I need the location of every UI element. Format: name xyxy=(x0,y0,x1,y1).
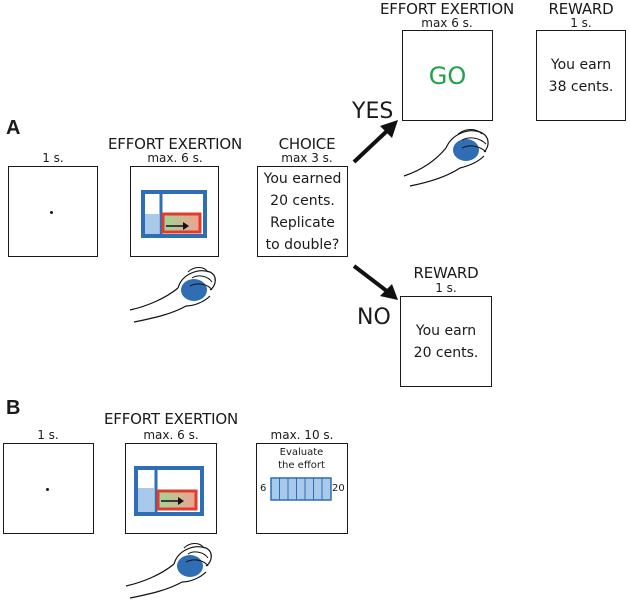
evaluation-prompt-line: Evaluate xyxy=(279,447,324,458)
effort-title: EFFORT EXERTION xyxy=(104,410,238,428)
panel-b-label: B xyxy=(6,397,21,419)
fixation-dot xyxy=(46,488,49,491)
effort-title: EFFORT EXERTION xyxy=(108,135,242,153)
evaluation-prompt-line: the effort xyxy=(278,460,325,471)
effort-rating-scale[interactable] xyxy=(270,477,332,501)
evaluation-prompt: Evaluate the effort xyxy=(257,446,346,472)
no-label: NO xyxy=(357,305,391,330)
hand-grip-icon xyxy=(125,543,212,599)
fixation-dot xyxy=(50,211,53,214)
effort-gauge xyxy=(141,190,207,238)
go-cue: GO xyxy=(428,61,467,90)
effort-screen xyxy=(125,443,217,534)
hand-grip-icon xyxy=(403,129,489,187)
no-reward-title: REWARD xyxy=(413,264,479,282)
fixation-duration: 1 s. xyxy=(37,428,59,442)
reward-line: You earn xyxy=(415,322,477,339)
choice-line: Replicate xyxy=(270,214,335,231)
choice-title: CHOICE xyxy=(278,135,336,153)
effort-screen xyxy=(130,166,219,257)
fixation-duration: 1 s. xyxy=(42,151,64,165)
arrow-up-right-icon xyxy=(380,120,398,138)
choice-screen: You earned 20 cents. Replicate to double… xyxy=(257,166,348,257)
yes-reward-duration: 1 s. xyxy=(570,16,592,30)
scale-min-label: 6 xyxy=(260,483,267,494)
yes-effort-duration: max 6 s. xyxy=(421,16,473,30)
reward-line: You earn xyxy=(550,56,612,73)
evaluation-screen: Evaluate the effort 6 20 xyxy=(256,443,348,534)
branch-arrows xyxy=(352,120,398,300)
choice-duration: max 3 s. xyxy=(281,151,333,165)
fixation-screen xyxy=(3,443,94,534)
choice-line: You earned xyxy=(263,170,342,187)
arrow-down-right-icon xyxy=(380,284,398,300)
reward-line: 20 cents. xyxy=(413,344,479,361)
no-reward-screen: You earn 20 cents. xyxy=(400,296,492,387)
go-screen: GO xyxy=(402,30,493,121)
panel-a-label: A xyxy=(6,117,21,139)
yes-reward-screen: You earn 38 cents. xyxy=(536,30,626,121)
yes-effort-title: EFFORT EXERTION xyxy=(380,0,514,18)
scale-max-label: 20 xyxy=(332,483,345,494)
effort-duration: max. 6 s. xyxy=(147,151,203,165)
effort-duration: max. 6 s. xyxy=(143,428,199,442)
choice-line: 20 cents. xyxy=(270,192,335,209)
reward-line: 38 cents. xyxy=(548,78,614,95)
hand-grip-icon xyxy=(129,267,216,323)
choice-line: to double? xyxy=(265,236,340,253)
evaluation-duration: max. 10 s. xyxy=(270,428,334,442)
yes-label: YES xyxy=(352,99,394,124)
no-reward-duration: 1 s. xyxy=(435,281,457,295)
yes-reward-title: REWARD xyxy=(548,0,614,18)
effort-gauge xyxy=(134,466,204,516)
fixation-screen xyxy=(8,166,98,257)
